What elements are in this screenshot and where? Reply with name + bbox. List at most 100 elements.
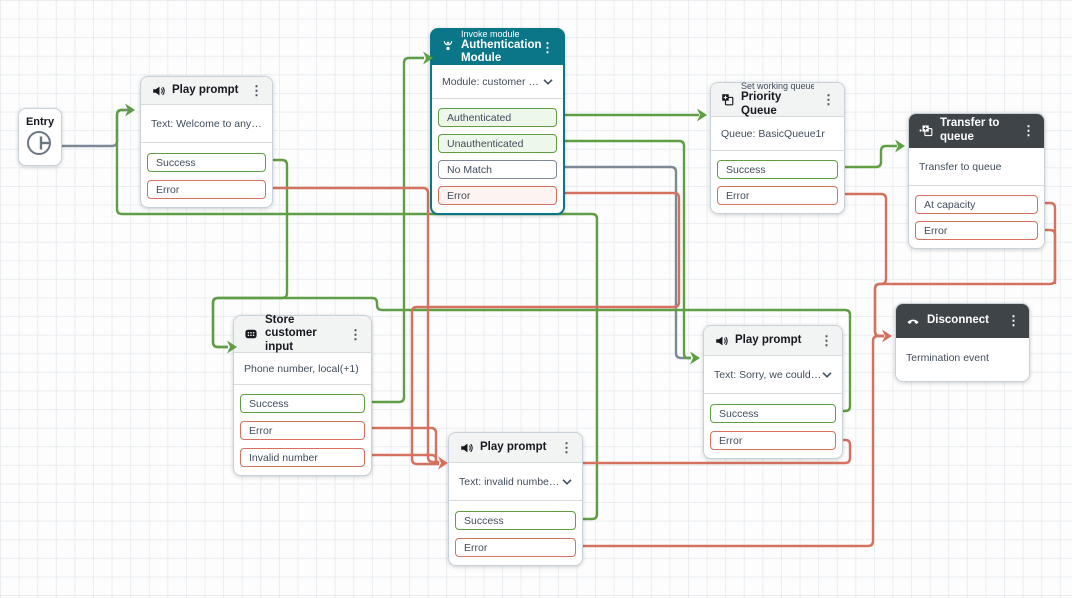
keypad-icon — [244, 328, 258, 340]
arrowhead-icon — [690, 351, 700, 365]
entry-node[interactable]: Entry — [18, 108, 62, 166]
port-error[interactable]: Error — [710, 431, 836, 450]
port-error[interactable]: Error — [147, 180, 266, 199]
disconnect-icon — [906, 315, 920, 327]
port-error[interactable]: Error — [717, 186, 838, 205]
entry-point-icon — [27, 131, 51, 155]
chevron-down-icon[interactable] — [822, 369, 832, 381]
node-disconnect[interactable]: Disconnect⋮ Termination event — [895, 303, 1030, 382]
speaker-icon — [151, 84, 165, 98]
node-parameter-row: Text: Welcome to anybank — [141, 105, 272, 142]
connector-sorry-success-to-store[interactable] — [211, 296, 852, 413]
transfer-queue-icon — [919, 124, 933, 137]
connector-auth-error-to-invalid[interactable] — [410, 191, 681, 466]
speaker-icon — [714, 334, 728, 348]
port-invalid-number[interactable]: Invalid number — [240, 448, 365, 467]
node-parameter-row: Queue: BasicQueue1r — [711, 117, 844, 150]
divider — [432, 98, 563, 99]
port-authenticated[interactable]: Authenticated — [438, 108, 557, 127]
node-parameter-text: Phone number, local(+1) — [244, 362, 359, 375]
kebab-menu-icon[interactable]: ⋮ — [822, 92, 835, 107]
port-error[interactable]: Error — [240, 421, 365, 440]
node-play-prompt-invalid[interactable]: Play prompt ⋮ Text: invalid number or s...… — [448, 432, 583, 566]
port-success[interactable]: Success — [717, 160, 838, 179]
node-parameter-row[interactable]: Module: customer authen... — [432, 65, 563, 98]
port-unauthenticated[interactable]: Unauthenticated — [438, 134, 557, 153]
kebab-menu-icon[interactable]: ⋮ — [820, 333, 833, 348]
node-title: Play prompt — [172, 83, 239, 96]
node-kind-label: Invoke module — [461, 28, 520, 39]
port-success[interactable]: Success — [710, 404, 836, 423]
kebab-menu-icon[interactable]: ⋮ — [560, 440, 573, 455]
divider — [909, 185, 1044, 186]
connector-transfer-error-join[interactable] — [1043, 228, 1057, 284]
arrowhead-icon — [438, 456, 448, 470]
node-kind-label: Set working queue — [741, 81, 814, 92]
node-parameter-text: Module: customer authen... — [442, 75, 543, 88]
node-play-prompt-sorry[interactable]: Play prompt ⋮ Text: Sorry, we could not...… — [703, 325, 843, 459]
port-success[interactable]: Success — [147, 153, 266, 172]
node-parameter-text: Queue: BasicQueue1r — [721, 127, 825, 140]
port-error[interactable]: Error — [438, 186, 557, 205]
port-at-capacity[interactable]: At capacity — [915, 195, 1038, 214]
node-title: Store customer input — [265, 314, 317, 353]
node-parameter-row[interactable]: Text: invalid number or s... — [449, 463, 582, 500]
connector-store-invalidnumber-to-invalid[interactable] — [370, 453, 439, 465]
node-parameter-text: Termination event — [906, 351, 989, 364]
node-header[interactable]: Play prompt ⋮ — [141, 77, 272, 105]
kebab-menu-icon[interactable]: ⋮ — [1022, 123, 1035, 138]
kebab-menu-icon[interactable]: ⋮ — [1007, 313, 1020, 328]
chevron-down-icon[interactable] — [543, 76, 553, 88]
chevron-down-icon[interactable] — [562, 476, 572, 488]
node-parameter-row[interactable]: Text: Sorry, we could not... — [704, 356, 842, 393]
node-header[interactable]: Store customer input ⋮ — [234, 314, 371, 353]
connector-auth-unauthenticated-to-sorry[interactable] — [565, 139, 691, 360]
connector-pq-success-to-transfer[interactable] — [843, 144, 897, 169]
node-header[interactable]: Play prompt ⋮ — [704, 326, 842, 356]
module-icon — [442, 41, 454, 53]
divider — [234, 384, 371, 385]
connector-invalid-success-to-welcome[interactable] — [115, 108, 599, 521]
node-parameter-text: Text: Welcome to anybank — [151, 117, 262, 130]
divider — [711, 150, 844, 151]
node-title: Authentication Module — [461, 38, 542, 65]
node-parameter-text: Transfer to queue — [919, 160, 1002, 173]
port-success[interactable]: Success — [240, 394, 365, 413]
speaker-icon — [459, 441, 473, 455]
port-error[interactable]: Error — [455, 538, 576, 557]
node-transfer-to-queue[interactable]: Transfer to queue⋮ Transfer to queue At ca… — [908, 113, 1045, 249]
divider — [141, 142, 272, 143]
node-header[interactable]: Play prompt ⋮ — [449, 433, 582, 463]
node-store-customer-input[interactable]: Store customer input ⋮ Phone number, local… — [233, 314, 372, 476]
connector-auth-nomatch-to-sorry[interactable] — [565, 165, 691, 360]
node-parameter-row: Phone number, local(+1) — [234, 353, 371, 384]
node-header[interactable]: Transfer to queue⋮ — [909, 114, 1044, 148]
connector-store-success-to-auth[interactable] — [370, 56, 424, 404]
node-title: Play prompt — [480, 440, 547, 453]
connector-transfer-atcapacity-to-disconnect[interactable] — [873, 201, 1057, 338]
node-parameter-row: Transfer to queue — [909, 148, 1044, 185]
connector-welcome-error-to-invalid[interactable] — [271, 186, 439, 464]
kebab-menu-icon[interactable]: ⋮ — [541, 39, 554, 55]
node-header[interactable]: Disconnect⋮ — [896, 304, 1029, 338]
port-success[interactable]: Success — [455, 511, 576, 530]
node-parameter-text: Text: Sorry, we could not... — [714, 368, 822, 381]
node-title: Play prompt — [735, 333, 802, 346]
kebab-menu-icon[interactable]: ⋮ — [349, 326, 362, 342]
port-error[interactable]: Error — [915, 221, 1038, 240]
port-no-match[interactable]: No Match — [438, 160, 557, 179]
node-parameter-text: Text: invalid number or s... — [459, 475, 562, 488]
kebab-menu-icon[interactable]: ⋮ — [250, 83, 263, 98]
connector-sorry-error-to-invalid[interactable] — [460, 438, 852, 465]
